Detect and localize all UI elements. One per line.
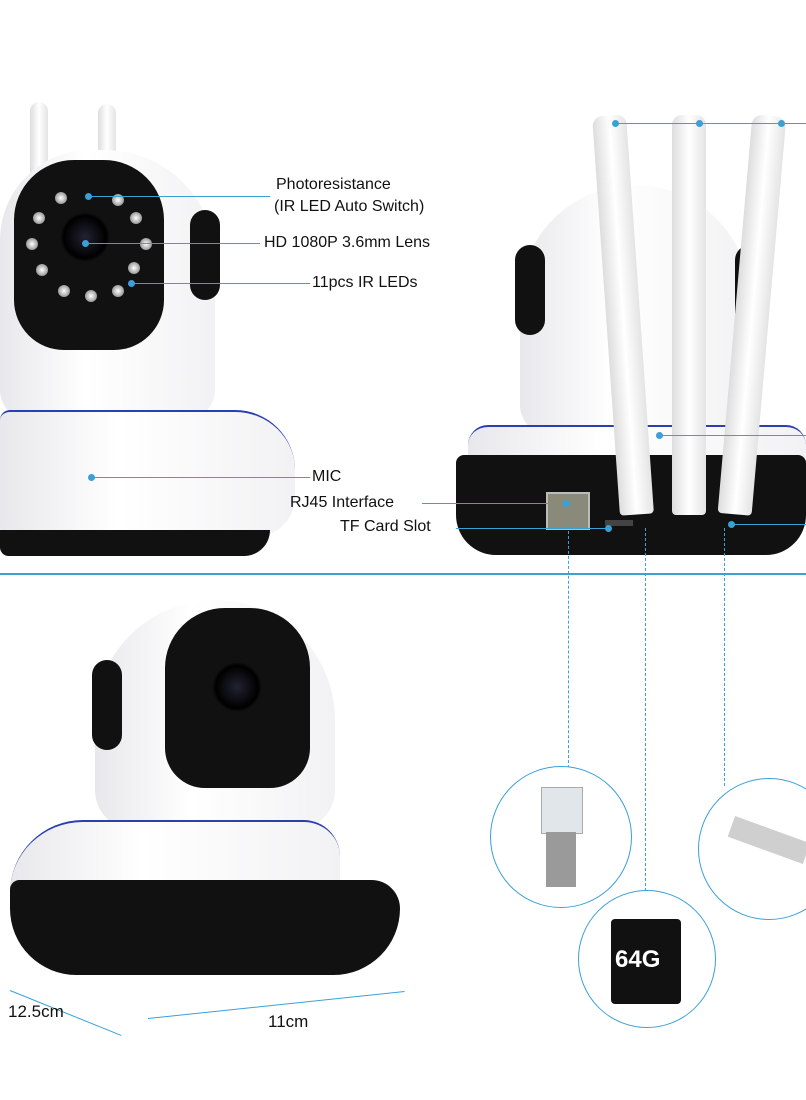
power-plug: [727, 815, 806, 865]
depth-label: 12.5cm: [8, 1002, 64, 1021]
ir-led: [85, 290, 97, 302]
ir-leds-label: 11pcs IR LEDs: [312, 274, 418, 291]
callout-dot: [728, 521, 735, 528]
callout-dot: [605, 525, 612, 532]
callout-line: [618, 123, 806, 124]
base-bottom: [0, 530, 270, 556]
ir-led: [112, 194, 124, 206]
sd-card-detail: 64G: [578, 890, 716, 1028]
ir-led: [26, 238, 38, 250]
tf-card-slot: [605, 520, 633, 526]
base-bottom: [10, 880, 400, 975]
callout-dot: [85, 193, 92, 200]
rj45-label: RJ45 Interface: [290, 494, 395, 511]
rj45-plug: [541, 787, 583, 834]
side-knob: [92, 660, 122, 750]
divider: [0, 573, 806, 575]
callout-line: [94, 477, 310, 478]
callout-line: [88, 243, 260, 244]
ir-led: [55, 192, 67, 204]
callout-line: [456, 528, 606, 529]
ir-led: [58, 285, 70, 297]
callout-line: [734, 524, 806, 525]
callout-dot: [563, 500, 570, 507]
ir-led: [128, 262, 140, 274]
callout-line: [422, 503, 564, 504]
ir-led: [112, 285, 124, 297]
ir-led: [140, 238, 152, 250]
sd-card: [611, 919, 681, 1004]
mic-label: MIC: [312, 468, 342, 485]
ir-led: [33, 212, 45, 224]
callout-line: [134, 283, 310, 284]
photoresistance-label: Photoresistance: [276, 176, 391, 193]
power-cable-detail: [698, 778, 806, 920]
callout-line: [645, 528, 646, 896]
sd-card-label: 64G: [615, 946, 661, 973]
lens: [60, 212, 110, 262]
callout-line: [90, 196, 270, 197]
callout-line: [724, 528, 725, 786]
callout-dot: [88, 474, 95, 481]
side-knob: [190, 210, 220, 300]
lens: [212, 662, 262, 712]
ir-led: [36, 264, 48, 276]
callout-dot: [82, 240, 89, 247]
rj45-port: [546, 492, 590, 530]
antenna: [672, 115, 706, 515]
rj45-cable-detail: [490, 766, 632, 908]
callout-line: [662, 435, 806, 436]
callout-dot: [656, 432, 663, 439]
ir-auto-switch-label: (IR LED Auto Switch): [274, 198, 425, 215]
callout-dot: [128, 280, 135, 287]
tf-slot-label: TF Card Slot: [340, 518, 431, 535]
callout-dot: [612, 120, 619, 127]
width-label: 11cm: [268, 1012, 309, 1031]
side-knob: [515, 245, 545, 335]
ir-led: [130, 212, 142, 224]
camera-base: [0, 410, 295, 537]
callout-line: [568, 526, 569, 788]
lens-label: HD 1080P 3.6mm Lens: [264, 234, 431, 251]
cable-boot: [546, 832, 576, 887]
